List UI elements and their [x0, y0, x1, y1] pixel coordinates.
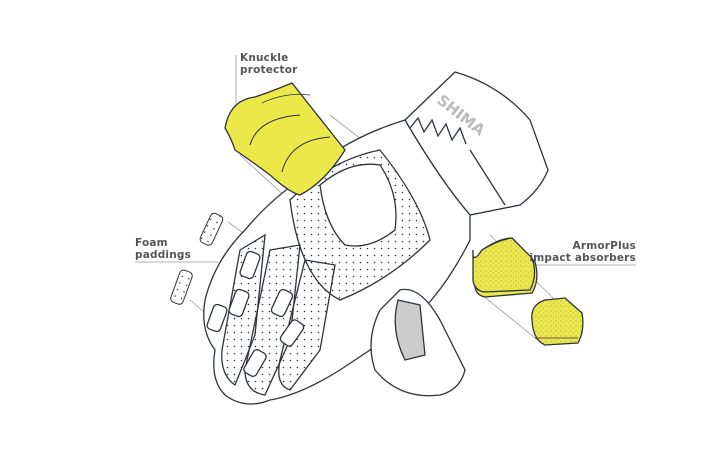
label-line: Knuckle — [240, 52, 289, 64]
label-line: paddings — [135, 249, 192, 261]
foam-paddings-label: Foam paddings — [135, 237, 191, 261]
glove — [203, 71, 549, 405]
label-line: impact absorbers — [529, 252, 636, 264]
armorplus-label: ArmorPlus impact absorbers — [529, 240, 636, 264]
knuckle-protector-label: Knuckle protector — [240, 52, 297, 76]
label-line: ArmorPlus — [572, 240, 636, 252]
armorplus-absorbers — [472, 237, 584, 346]
label-line: Foam — [135, 237, 168, 249]
label-line: protector — [240, 64, 298, 76]
knuckle-protector — [224, 82, 346, 196]
foam-paddings — [170, 212, 224, 305]
